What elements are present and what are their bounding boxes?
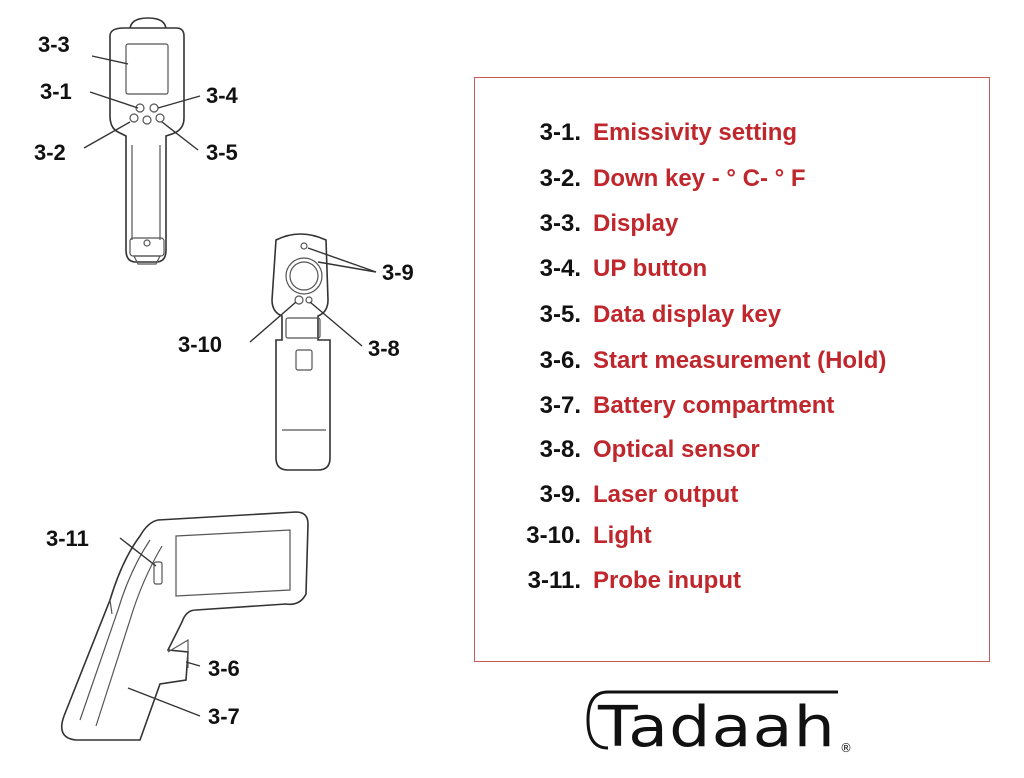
legend-label: Down key - ° C- ° F — [593, 165, 806, 192]
legend-label: Emissivity setting — [593, 119, 798, 146]
callout-3-9: 3-9 — [382, 260, 414, 285]
brand-name: Tadaah — [597, 695, 836, 756]
callout-3-3: 3-3 — [38, 32, 70, 57]
legend-number: 3-11. — [527, 567, 581, 594]
callout-3-7: 3-7 — [208, 704, 240, 729]
legend-item: 3-5. Data display key — [475, 299, 989, 331]
legend-label: Probe inuput — [593, 567, 741, 594]
legend-number: 3-5. — [539, 301, 581, 328]
legend-label: Display — [593, 210, 679, 237]
device-side-view — [60, 511, 309, 741]
legend-item: 3-10. Light — [475, 520, 989, 552]
legend-item: 3-4. UP button — [475, 253, 989, 285]
callout-3-2: 3-2 — [34, 140, 66, 165]
leader-lines — [83, 55, 377, 717]
callout-3-1: 3-1 — [40, 79, 72, 104]
legend-number: 3-1. — [539, 119, 581, 146]
device-rear-view — [271, 233, 331, 471]
brand-logo: Tadaah ® — [586, 690, 852, 756]
callout-3-4: 3-4 — [206, 83, 239, 108]
legend-number: 3-10. — [526, 522, 581, 549]
legend-label: Laser output — [593, 481, 739, 508]
legend-number: 3-6. — [539, 347, 581, 374]
legend-item: 3-8. Optical sensor — [475, 434, 989, 466]
callout-3-10: 3-10 — [178, 332, 222, 357]
legend-number: 3-3. — [539, 210, 581, 237]
legend-item: 3-2. Down key - ° C- ° F — [475, 163, 989, 195]
legend-label: UP button — [593, 255, 708, 282]
legend-label: Start measurement (Hold) — [593, 347, 887, 374]
callout-3-8: 3-8 — [368, 336, 400, 361]
legend-item: 3-7. Battery compartment — [475, 390, 989, 422]
device-front-view — [109, 17, 185, 265]
legend-label: Data display key — [593, 301, 782, 328]
legend-label: Light — [593, 522, 652, 549]
registered-mark: ® — [840, 741, 852, 755]
legend-item: 3-3. Display — [475, 208, 989, 240]
legend-number: 3-7. — [539, 392, 581, 419]
legend-number: 3-8. — [539, 436, 581, 463]
legend-item: 3-1. Emissivity setting — [475, 117, 989, 149]
legend-box: 3-1. Emissivity setting 3-2. Down key - … — [474, 77, 990, 662]
callout-3-5: 3-5 — [206, 140, 238, 165]
legend-item: 3-6. Start measurement (Hold) — [475, 345, 989, 377]
legend-label: Optical sensor — [593, 436, 760, 463]
legend-item: 3-11. Probe inuput — [475, 565, 989, 597]
callout-3-11: 3-11 — [46, 526, 89, 551]
legend-number: 3-4. — [539, 255, 581, 282]
legend-item: 3-9. Laser output — [475, 479, 989, 511]
legend-number: 3-9. — [539, 481, 581, 508]
legend-label: Battery compartment — [593, 392, 835, 419]
legend-number: 3-2. — [539, 165, 581, 192]
callout-3-6: 3-6 — [208, 656, 240, 681]
